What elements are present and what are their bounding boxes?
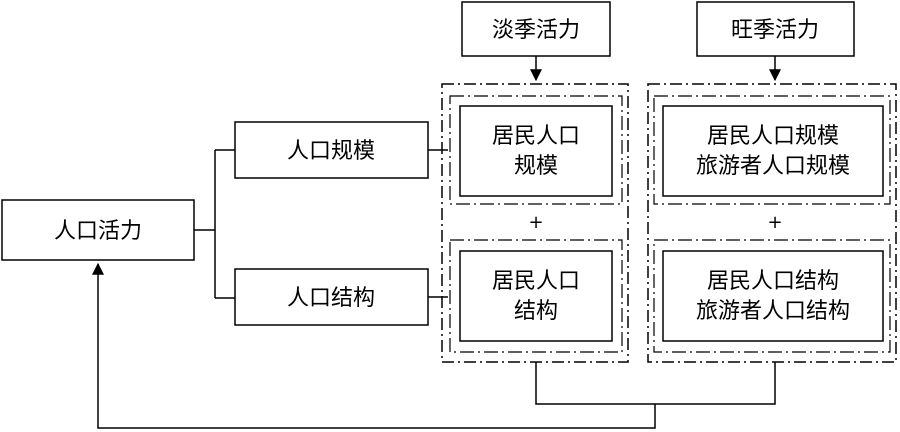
peak-season-plus: + [767,212,782,233]
off-scale-inner-frame [449,95,623,205]
off-season-label: 淡季活力 [492,18,580,43]
root-node-box [1,199,195,261]
off-season-outer-frame [441,83,629,363]
peak-scale-line2: 旅游者人口规模 [696,154,850,179]
feedback-bracket [535,362,776,405]
peak-structure-inner-frame [653,239,891,353]
off-scale-line2: 规模 [514,154,558,179]
off-scale-box [459,105,613,197]
peak-scale-inner-frame [653,95,891,205]
scale-node-label: 人口规模 [287,139,375,164]
off-season-box [461,1,611,57]
off-scale-line1: 居民人口 [492,124,580,149]
off-season-plus: + [528,212,543,233]
structure-node-label: 人口结构 [287,286,375,311]
peak-season-label: 旺季活力 [731,18,819,43]
structure-node-box [234,268,429,326]
off-structure-box [459,250,613,342]
root-node-label: 人口活力 [54,219,142,244]
peak-structure-line1: 居民人口结构 [707,269,839,294]
peak-structure-line2: 旅游者人口结构 [696,299,850,324]
off-structure-line1: 居民人口 [492,269,580,294]
root-to-branches-connector [194,149,235,299]
scale-node-box [234,121,429,179]
peak-structure-box [662,250,884,342]
feedback-arrow [92,262,656,429]
off-structure-line2: 结构 [514,299,558,324]
peak-scale-line1: 居民人口规模 [707,124,839,149]
peak-season-outer-frame [647,83,897,363]
peak-scale-box [662,105,884,197]
off-structure-inner-frame [449,239,623,353]
